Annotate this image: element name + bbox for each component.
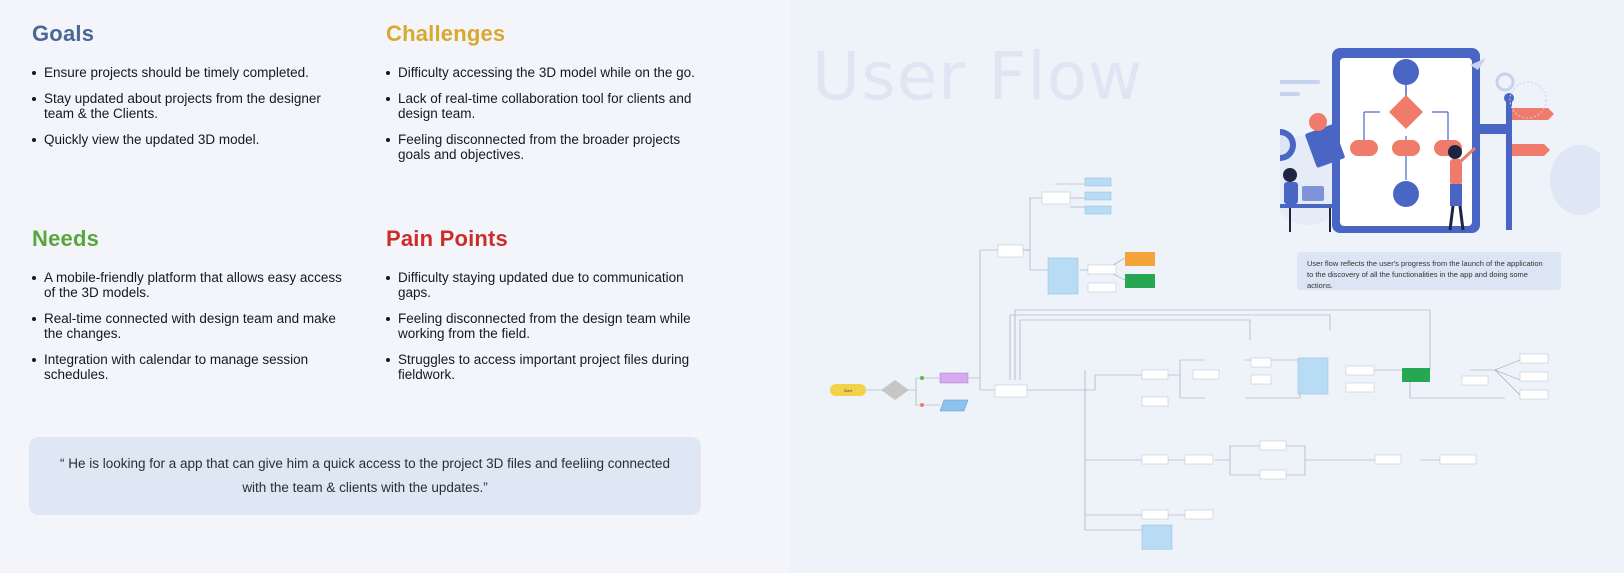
pain-points-item: Struggles to access important project fi… (386, 352, 696, 382)
flowchart-illustration (1280, 48, 1600, 233)
goals-item: Ensure projects should be timely complet… (32, 65, 332, 80)
user-flow-diagram: Start (830, 177, 1549, 550)
needs-section: Needs A mobile-friendly platform that al… (32, 226, 342, 393)
needs-title: Needs (32, 226, 100, 251)
pain-points-item: Difficulty staying updated due to commun… (386, 270, 696, 300)
challenges-item: Difficulty accessing the 3D model while … (386, 65, 696, 80)
svg-text:Start: Start (844, 389, 853, 393)
challenges-section: Challenges Difficulty accessing the 3D m… (386, 21, 696, 173)
user-flow-title: User Flow (812, 38, 1144, 115)
challenges-item: Feeling disconnected from the broader pr… (386, 132, 696, 162)
needs-list: A mobile-friendly platform that allows e… (32, 270, 342, 382)
persona-quote: “ He is looking for a app that can give … (29, 437, 701, 515)
goals-item: Quickly view the updated 3D model. (32, 132, 332, 147)
user-flow-caption: User flow reflects the user's progress f… (1297, 252, 1561, 290)
pain-points-list: Difficulty staying updated due to commun… (386, 270, 696, 382)
pain-points-section: Pain Points Difficulty staying updated d… (386, 226, 696, 393)
challenges-title: Challenges (386, 21, 506, 46)
needs-item: Integration with calendar to manage sess… (32, 352, 342, 382)
challenges-item: Lack of real-time collaboration tool for… (386, 91, 696, 121)
challenges-list: Difficulty accessing the 3D model while … (386, 65, 696, 162)
goals-title: Goals (32, 21, 95, 46)
needs-item: Real-time connected with design team and… (32, 311, 342, 341)
goals-item: Stay updated about projects from the des… (32, 91, 332, 121)
pain-points-item: Feeling disconnected from the design tea… (386, 311, 696, 341)
persona-panel: Goals Ensure projects should be timely c… (0, 0, 790, 573)
goals-section: Goals Ensure projects should be timely c… (32, 21, 332, 158)
goals-list: Ensure projects should be timely complet… (32, 65, 332, 147)
needs-item: A mobile-friendly platform that allows e… (32, 270, 342, 300)
pain-points-title: Pain Points (386, 226, 508, 251)
